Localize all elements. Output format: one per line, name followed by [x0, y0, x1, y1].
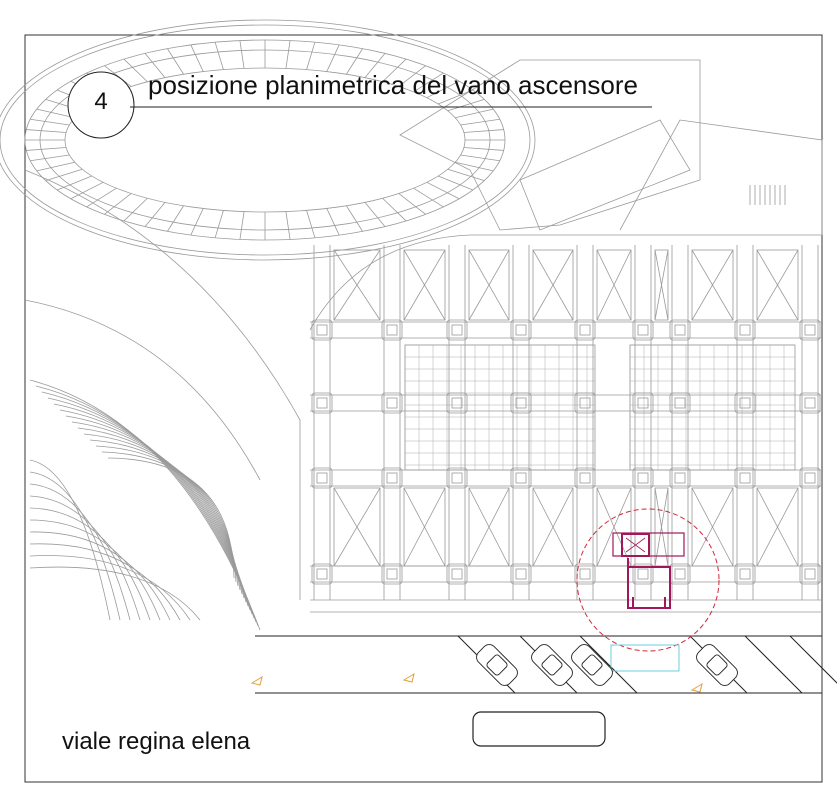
elevator-shaft	[612, 532, 685, 609]
direction-arrows	[250, 672, 703, 693]
drawing-frame	[24, 34, 823, 783]
drawing-number: 4	[94, 88, 108, 115]
street-label: viale regina elena	[62, 728, 251, 755]
drawing-number-circle	[67, 71, 135, 139]
highlight-circle	[576, 508, 720, 652]
parking-space-marker	[610, 644, 680, 672]
parked-cars	[476, 644, 738, 686]
title-callout	[67, 71, 652, 139]
bus	[472, 711, 606, 747]
drawing-title: posizione planimetrica del vano ascensor…	[148, 70, 638, 100]
